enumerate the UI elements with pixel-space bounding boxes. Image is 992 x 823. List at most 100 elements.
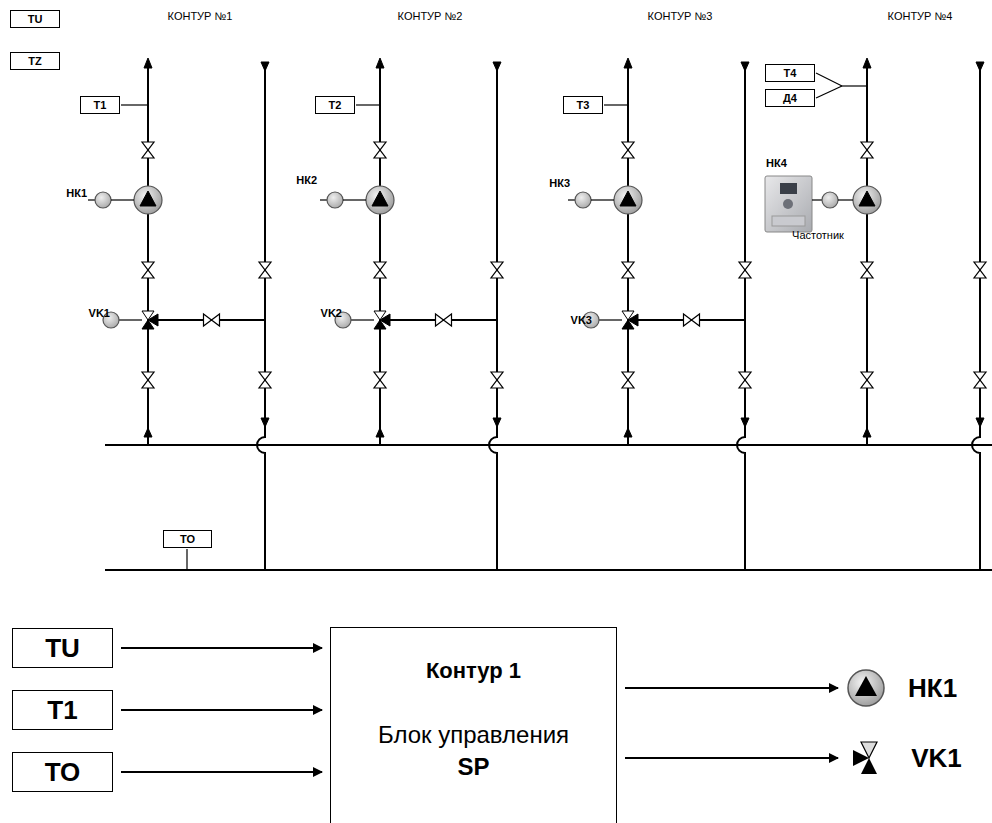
- converter-panel: [772, 216, 805, 226]
- circulation-pump: [853, 186, 881, 214]
- gate-valve: [739, 262, 751, 278]
- gate-valve: [142, 372, 154, 388]
- pipe-line: [816, 86, 842, 98]
- pipe-line: [812, 199, 822, 200]
- signal-arrow: [121, 709, 322, 711]
- valve-icon: [849, 738, 889, 778]
- return-pipe: [737, 62, 745, 570]
- gate-valve: [374, 262, 386, 278]
- sensor-tag: T3: [563, 96, 603, 114]
- arrow-head: [976, 62, 984, 71]
- arrow-head: [144, 428, 152, 437]
- arrow-head: [376, 58, 384, 68]
- converter-display: [780, 183, 797, 194]
- gate-valve: [622, 262, 634, 278]
- pump-motor: [95, 192, 111, 208]
- signal-arrow: [625, 687, 838, 689]
- gate-valve: [374, 142, 386, 158]
- pipe-line: [350, 319, 374, 320]
- signal-arrow: [121, 771, 322, 773]
- gate-valve: [739, 372, 751, 388]
- pipe-line: [343, 199, 366, 200]
- node-label: TO: [45, 758, 81, 787]
- gate-valve: [684, 314, 700, 326]
- arrow-head: [863, 428, 871, 437]
- gate-valve: [436, 314, 452, 326]
- three-way-valve: [380, 314, 390, 326]
- return-pipe: [972, 62, 980, 570]
- input-box: TO: [12, 752, 113, 792]
- node-label: TU: [45, 634, 80, 663]
- gate-valve: [204, 314, 220, 326]
- pump-triangle: [372, 191, 388, 206]
- block-text: SP: [457, 753, 489, 781]
- pipe-line: [121, 104, 148, 105]
- output-device: НК1: [846, 668, 957, 708]
- circuit-title: КОНТУР №2: [398, 10, 463, 22]
- gate-valve: [142, 142, 154, 158]
- pipe-line: [816, 73, 842, 86]
- pipe-line: [111, 199, 134, 200]
- sensor-tag: T2: [315, 96, 355, 114]
- valve-part: [853, 750, 869, 766]
- equipment-tag: Частотник: [792, 229, 844, 241]
- circuit-title: КОНТУР №1: [168, 10, 233, 22]
- gate-valve: [861, 262, 873, 278]
- pipe-line: [356, 104, 380, 105]
- gate-valve: [622, 372, 634, 388]
- node-label: TU: [28, 14, 43, 25]
- pipe-line: [838, 199, 853, 200]
- arrow-head: [376, 428, 384, 437]
- gate-valve: [142, 262, 154, 278]
- pipe-line: [186, 549, 187, 570]
- input-box: T1: [12, 690, 113, 730]
- input-box: TU: [12, 628, 113, 668]
- sensor-tag: T1: [80, 96, 120, 114]
- pump-motor: [575, 192, 591, 208]
- block-text: Блок управления: [378, 721, 569, 749]
- sensor-tag: TU: [10, 10, 60, 28]
- gate-valve: [259, 372, 271, 388]
- sensor-tag: TZ: [10, 52, 60, 70]
- signal-arrow: [121, 647, 322, 649]
- arrow-head: [261, 62, 269, 71]
- sensor-tag: Д4: [765, 89, 815, 107]
- arrow-head: [976, 418, 984, 427]
- gate-valve: [861, 142, 873, 158]
- equipment-tag: VK1: [89, 307, 110, 319]
- node-label: T1: [94, 100, 107, 111]
- pipe-line: [568, 199, 575, 200]
- sensor-tag: TO: [163, 530, 212, 548]
- arrow-head: [144, 58, 152, 68]
- circulation-pump: [366, 186, 394, 214]
- node-label: TZ: [28, 56, 41, 67]
- pipe-line: [604, 104, 628, 105]
- gate-valve: [374, 372, 386, 388]
- circulation-pump: [134, 186, 162, 214]
- circuit-title: КОНТУР №4: [888, 10, 953, 22]
- circulation-pump: [614, 186, 642, 214]
- pipe-line: [105, 569, 992, 571]
- pump-icon: [846, 668, 886, 708]
- node-label: TO: [180, 534, 195, 545]
- gate-valve: [861, 372, 873, 388]
- arrow-head: [863, 58, 871, 68]
- frequency-converter: [765, 176, 812, 232]
- circuit-title: КОНТУР №3: [648, 10, 713, 22]
- arrow-head: [493, 418, 501, 427]
- arrow-head: [741, 418, 749, 427]
- pump-triangle: [859, 191, 875, 206]
- pump-body: [848, 670, 884, 706]
- gate-valve: [974, 372, 986, 388]
- converter-knob: [783, 199, 793, 209]
- node-label: Д4: [783, 93, 797, 104]
- three-way-valve: [148, 314, 158, 326]
- node-label: T1: [47, 696, 77, 725]
- pump-motor: [327, 192, 343, 208]
- arrow-head: [741, 62, 749, 71]
- gate-valve: [491, 262, 503, 278]
- pipe-line: [842, 85, 867, 86]
- pipe-line: [320, 199, 327, 200]
- pipe-line: [118, 319, 142, 320]
- arrow-head: [624, 428, 632, 437]
